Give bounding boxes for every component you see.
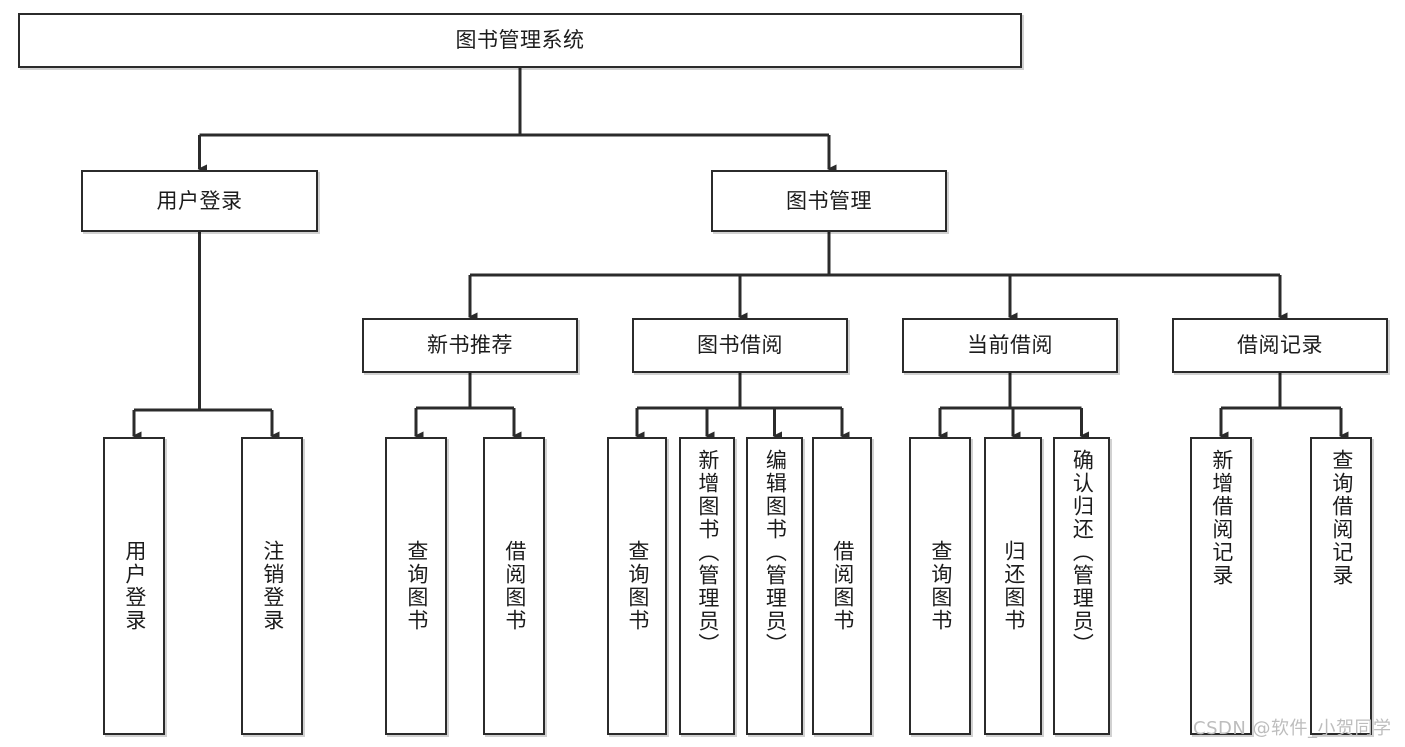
node-label-leaf-query-book-3: 查询图书 <box>928 540 953 632</box>
node-book-manage[interactable]: 图书管理 <box>711 170 947 232</box>
node-leaf-query-book-3[interactable]: 查询图书 <box>909 437 971 735</box>
node-label-user-login: 用户登录 <box>156 188 243 213</box>
edge-paths <box>132 68 1349 441</box>
node-label-leaf-return-book: 归还图书 <box>1001 540 1026 632</box>
node-leaf-borrow-book-2[interactable]: 借阅图书 <box>812 437 872 735</box>
node-leaf-user-login[interactable]: 用户登录 <box>103 437 165 735</box>
node-current-borrow[interactable]: 当前借阅 <box>902 318 1118 373</box>
node-label-book-manage: 图书管理 <box>786 188 872 213</box>
node-leaf-logout[interactable]: 注销登录 <box>241 437 303 735</box>
node-label-book-borrow: 图书借阅 <box>697 333 783 358</box>
node-root[interactable]: 图书管理系统 <box>18 13 1022 68</box>
node-book-borrow[interactable]: 图书借阅 <box>632 318 848 373</box>
node-label-borrow-record: 借阅记录 <box>1237 333 1323 358</box>
node-new-book-rec[interactable]: 新书推荐 <box>362 318 578 373</box>
node-leaf-add-book[interactable]: 新增图书（管理员） <box>679 437 735 735</box>
node-label-leaf-query-book-1: 查询图书 <box>404 540 429 632</box>
node-label-leaf-user-login: 用户登录 <box>122 540 147 632</box>
node-leaf-query-book-2[interactable]: 查询图书 <box>607 437 667 735</box>
node-leaf-add-record[interactable]: 新增借阅记录 <box>1190 437 1252 735</box>
node-label-leaf-logout: 注销登录 <box>260 540 285 632</box>
node-label-current-borrow: 当前借阅 <box>967 333 1053 358</box>
node-label-leaf-confirm-return: 确认归还（管理员） <box>1070 449 1095 656</box>
node-label-leaf-query-book-2: 查询图书 <box>625 540 650 632</box>
node-leaf-edit-book[interactable]: 编辑图书（管理员） <box>746 437 803 735</box>
node-label-leaf-query-record: 查询借阅记录 <box>1329 449 1354 587</box>
node-label-leaf-borrow-book-2: 借阅图书 <box>830 540 855 632</box>
node-leaf-query-record[interactable]: 查询借阅记录 <box>1310 437 1372 735</box>
node-user-login[interactable]: 用户登录 <box>81 170 318 232</box>
node-label-leaf-borrow-book-1: 借阅图书 <box>502 540 527 632</box>
csdn-watermark: CSDN @软件_小贺同学 <box>1193 718 1392 739</box>
node-borrow-record[interactable]: 借阅记录 <box>1172 318 1388 373</box>
node-leaf-confirm-return[interactable]: 确认归还（管理员） <box>1053 437 1110 735</box>
node-leaf-query-book-1[interactable]: 查询图书 <box>385 437 447 735</box>
node-leaf-return-book[interactable]: 归还图书 <box>984 437 1042 735</box>
node-label-leaf-add-book: 新增图书（管理员） <box>695 449 720 656</box>
node-label-root: 图书管理系统 <box>455 28 585 53</box>
node-label-leaf-add-record: 新增借阅记录 <box>1209 449 1234 587</box>
node-leaf-borrow-book-1[interactable]: 借阅图书 <box>483 437 545 735</box>
node-label-new-book-rec: 新书推荐 <box>427 333 513 358</box>
node-label-leaf-edit-book: 编辑图书（管理员） <box>763 449 788 656</box>
